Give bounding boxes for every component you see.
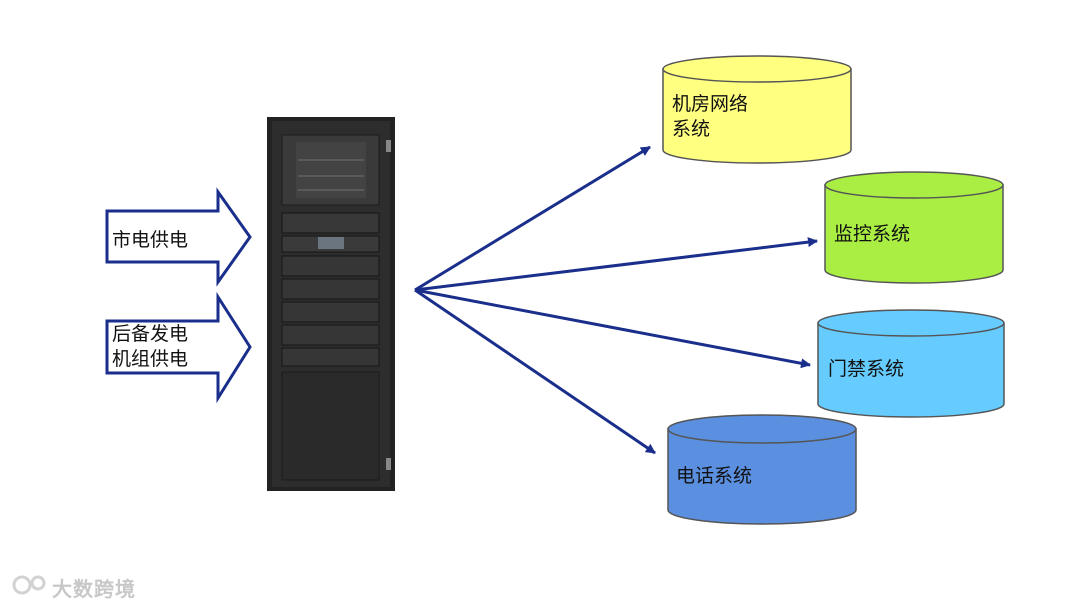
network-system-cylinder [662,55,852,164]
arrow-to-network [414,145,651,292]
generator-power-arrow [105,291,252,404]
watermark-text: 大数跨境 [52,577,136,601]
watermark-logo-icon [12,575,46,595]
arrow-to-phone [414,288,656,455]
generator-power-label: 后备发电 机组供电 [112,323,189,370]
mains-power-arrow [105,187,252,287]
power-cabinet [267,117,395,491]
network-system-label: 机房网络 系统 [672,93,749,140]
phone-system-cylinder [667,414,857,525]
monitoring-system-cylinder [824,171,1004,284]
phone-system-label: 电话系统 [676,465,753,487]
access-system-label: 门禁系统 [828,358,905,380]
arrow-to-monitoring [414,237,818,292]
monitoring-system-label: 监控系统 [834,223,911,245]
mains-power-label: 市电供电 [112,229,189,251]
access-system-cylinder [817,309,1005,418]
arrow-to-access [414,288,811,369]
